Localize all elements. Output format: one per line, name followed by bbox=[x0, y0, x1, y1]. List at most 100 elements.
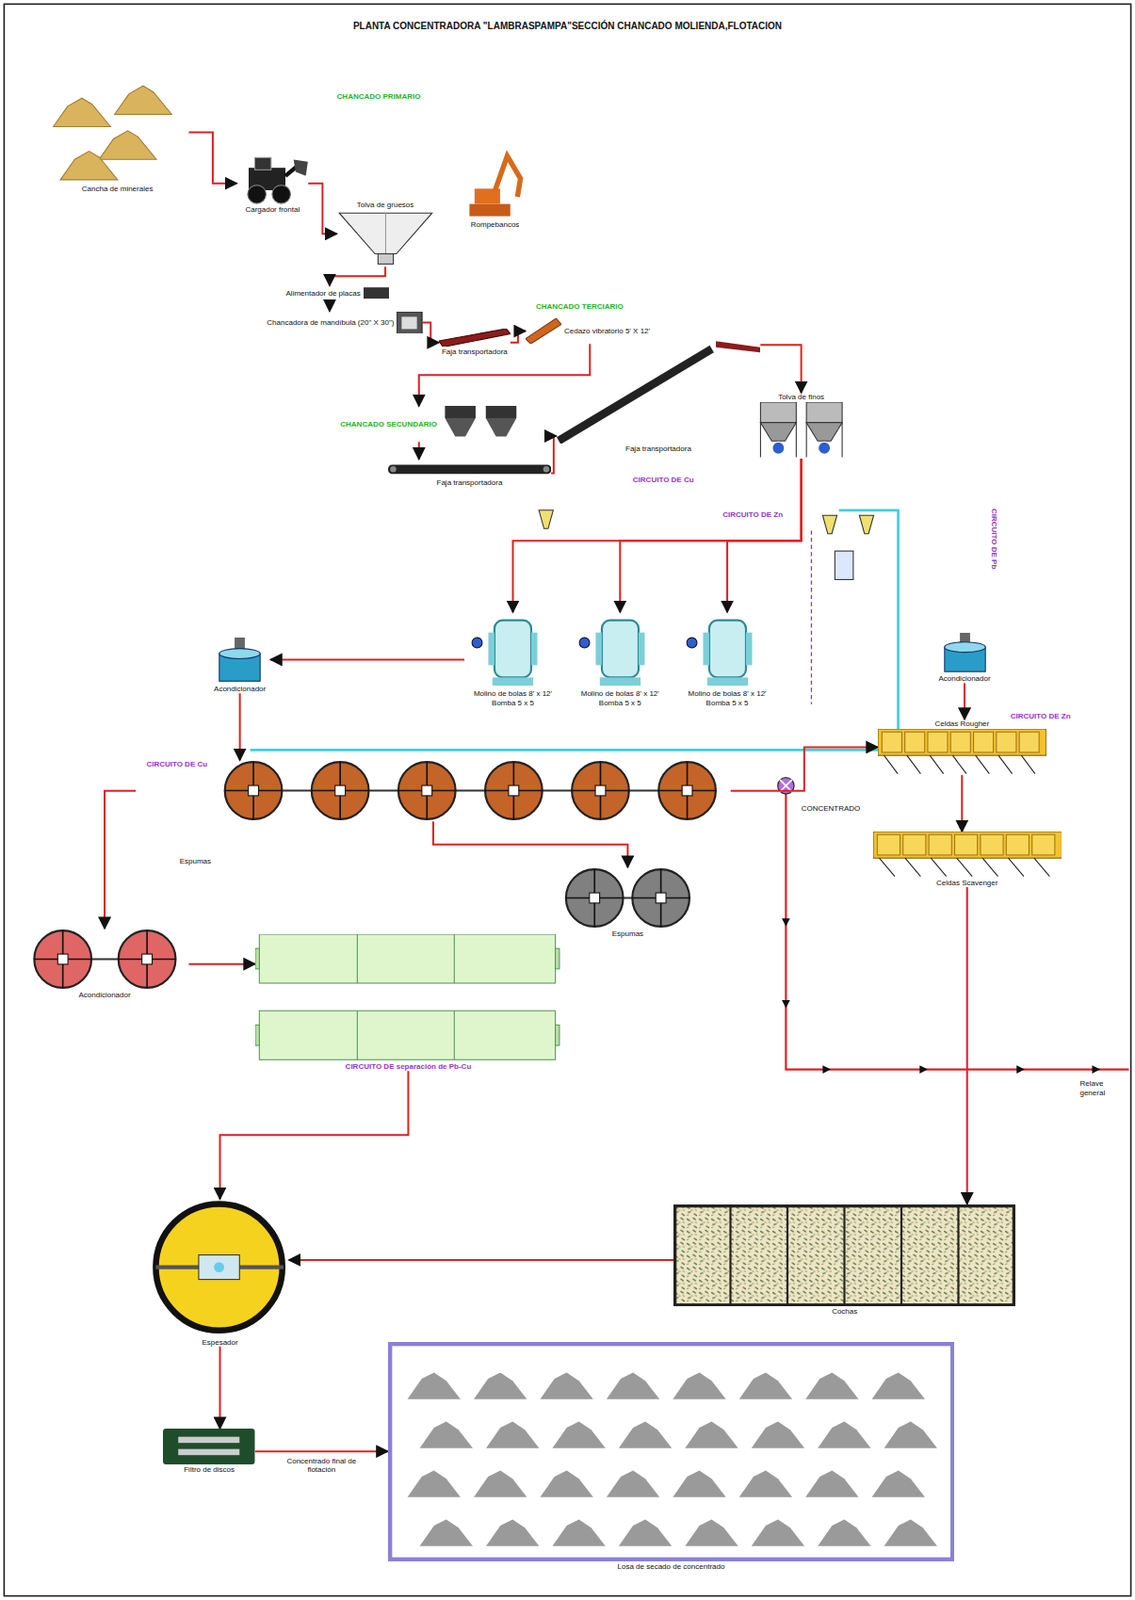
belt bbox=[388, 464, 552, 474]
impeller bbox=[33, 930, 92, 989]
tank-top bbox=[219, 648, 260, 660]
cell bbox=[876, 834, 900, 856]
flow-line bbox=[760, 344, 801, 393]
flotation-bank: Celdas Scavenger bbox=[873, 831, 1062, 888]
concentrate-pile bbox=[672, 1470, 726, 1497]
vibrating-screen-icon bbox=[525, 318, 562, 344]
mill-trunnion bbox=[638, 632, 646, 666]
concentrate-pile bbox=[684, 1421, 738, 1448]
thickener-icon bbox=[150, 1199, 289, 1337]
conditioner-tanks: Acondicionador bbox=[20, 928, 190, 1000]
separation-cells-icon bbox=[255, 934, 562, 1062]
flow-line bbox=[422, 322, 439, 342]
conveyor-belt-icon bbox=[388, 459, 552, 479]
node-label: Acondicionador bbox=[209, 684, 271, 694]
cell-bank bbox=[259, 934, 555, 984]
cell bbox=[927, 731, 948, 753]
cell bbox=[1031, 834, 1054, 856]
impeller bbox=[658, 762, 716, 820]
concentrate-pile bbox=[751, 1421, 805, 1448]
mill-trunnion bbox=[488, 632, 496, 666]
pond-divider bbox=[786, 1204, 789, 1307]
conditioner-tanks-icon bbox=[20, 928, 190, 990]
node-label: Chancadora de mandíbula (20" X 30") bbox=[258, 318, 396, 327]
conveyor-belt: Faja transportadora bbox=[388, 459, 552, 488]
concentrate-pile bbox=[883, 1421, 937, 1448]
coarse-hopper: Tolva de gruesos bbox=[337, 200, 435, 267]
bin-feeder bbox=[818, 442, 831, 455]
rock-breaker-icon bbox=[464, 147, 526, 220]
text-group: Rompebancos bbox=[464, 220, 526, 229]
drying-slab-icon bbox=[388, 1342, 955, 1562]
mill-base bbox=[599, 678, 641, 687]
bank-leg bbox=[904, 858, 920, 877]
motor bbox=[595, 785, 606, 796]
motor bbox=[335, 785, 346, 796]
cell-divider bbox=[356, 934, 454, 984]
ball-mill: Molino de bolas 8' x 12'Bomba 5 x 5 bbox=[464, 612, 562, 708]
agitator-motor bbox=[234, 637, 245, 649]
text-group: Acondicionador bbox=[209, 684, 271, 694]
bank-leg bbox=[982, 858, 998, 877]
bin-legs bbox=[806, 422, 843, 458]
concentrate-pile bbox=[486, 1421, 539, 1448]
tank-top bbox=[943, 642, 985, 653]
concentrate-pile bbox=[551, 1421, 605, 1448]
recirculation-pipe bbox=[250, 510, 899, 751]
flow-line bbox=[510, 331, 526, 343]
cell bbox=[1019, 731, 1039, 753]
text-group: Celdas Scavenger bbox=[873, 878, 1062, 888]
node-label: Celdas Scavenger bbox=[873, 878, 1062, 888]
pump-symbol bbox=[471, 637, 483, 649]
text-group: Tolva de finos bbox=[755, 392, 848, 402]
impeller bbox=[571, 762, 630, 820]
loader-cab bbox=[255, 157, 272, 170]
flow-line bbox=[220, 1070, 409, 1200]
concentrate-pile bbox=[486, 1520, 539, 1547]
conditioner-tank: Acondicionador bbox=[934, 632, 996, 684]
node-label: Alimentador de placas bbox=[270, 289, 363, 298]
flow-line bbox=[418, 441, 421, 459]
frame bbox=[3, 3, 1131, 1596]
annotation: Espumas bbox=[179, 857, 211, 866]
conveyor-belt: Faja transportadora bbox=[438, 328, 511, 357]
bank-leg bbox=[883, 755, 898, 775]
motor bbox=[421, 785, 433, 796]
motor bbox=[508, 785, 519, 796]
node-label: Rompebancos bbox=[464, 220, 526, 229]
flow-line bbox=[308, 183, 337, 235]
node-label: Filtro de discos bbox=[162, 1465, 256, 1475]
pulley bbox=[542, 466, 550, 473]
flotation-cell bbox=[566, 869, 624, 927]
flow-line bbox=[960, 775, 963, 832]
flow-line bbox=[727, 458, 802, 613]
flow-line bbox=[188, 963, 255, 966]
impeller bbox=[117, 930, 176, 989]
node-label: Tolva de finos bbox=[755, 392, 848, 402]
pond-divider bbox=[729, 1204, 732, 1307]
flow-line bbox=[289, 1259, 675, 1262]
edge-label: Concentrado final de flotación bbox=[285, 1456, 357, 1476]
node-label: Molino de bolas 8' x 12' bbox=[571, 689, 669, 698]
flow-line bbox=[255, 1450, 389, 1453]
node-label: Faja transportadora bbox=[388, 478, 552, 487]
hydrocyclone bbox=[822, 515, 837, 535]
impeller bbox=[398, 762, 456, 820]
concentrate-pile bbox=[618, 1421, 672, 1448]
bin-legs bbox=[760, 422, 796, 458]
flotation-cell bbox=[117, 930, 176, 989]
concentrate-pile bbox=[817, 1520, 871, 1547]
cell bbox=[950, 731, 971, 753]
text-group: CIRCUITO DE Cu bbox=[135, 760, 210, 769]
node-label: CIRCUITO DE Cu bbox=[135, 760, 210, 769]
flotation-cells: Espumas bbox=[561, 867, 695, 939]
vibrating-screen: Cedazo vibratorio 5' X 12' bbox=[525, 318, 654, 344]
hopper-divider bbox=[385, 212, 387, 254]
section-heading: CIRCUITO DE Cu bbox=[632, 475, 695, 485]
text-group: Chancadora de mandíbula (20" X 30") bbox=[258, 318, 396, 327]
flotation-cell bbox=[632, 869, 690, 927]
concentrate-pile bbox=[871, 1372, 925, 1399]
node-label: Cochas bbox=[673, 1307, 1016, 1316]
bank-leg bbox=[1007, 858, 1023, 877]
